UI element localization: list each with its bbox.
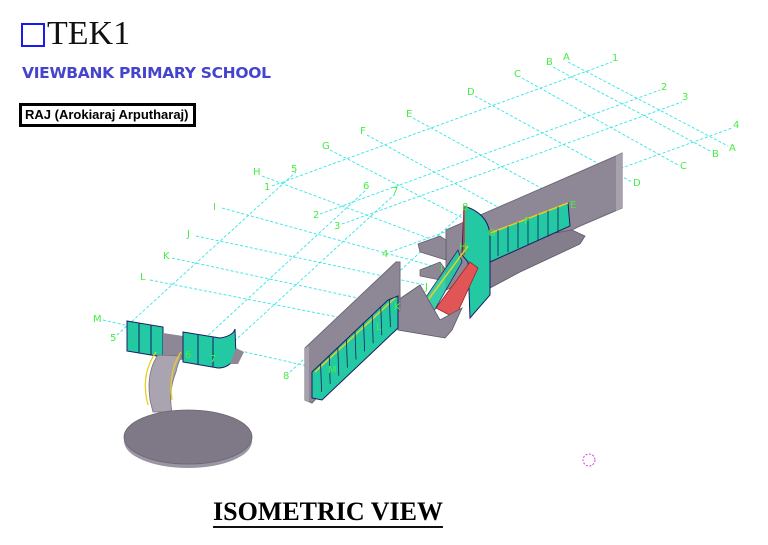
handrail-stair — [427, 245, 469, 301]
grid-label-4: 4 — [733, 120, 739, 131]
grid-label-B: B — [546, 57, 553, 68]
spiral-handrail-right — [170, 351, 182, 401]
grid-line-H — [261, 175, 461, 251]
grid-line-A — [567, 61, 729, 147]
grid-label-C: C — [680, 161, 687, 172]
landing-left-edge — [230, 348, 244, 364]
middle-wall-edge — [305, 346, 309, 402]
landing-upper — [417, 235, 447, 261]
grid-line-7 — [215, 193, 396, 359]
school-name: VIEWBANK PRIMARY SCHOOL — [22, 64, 271, 82]
grid-label-C: C — [514, 69, 521, 80]
grid-label-K: K — [394, 302, 401, 313]
landing-left — [163, 333, 183, 360]
spiral-stairs — [148, 354, 183, 413]
grid-label-L: L — [376, 322, 382, 333]
grid-label-I: I — [213, 202, 216, 213]
grid-label-5: 5 — [291, 164, 297, 175]
grid-label-H: H — [459, 242, 467, 253]
logo-square-icon — [21, 23, 45, 47]
logo-text: TEK1 — [47, 15, 131, 52]
grid-label-6: 6 — [363, 181, 369, 192]
grid-label-E: E — [570, 200, 576, 211]
view-title: ISOMETRIC VIEW — [213, 497, 443, 528]
grid-label-J: J — [424, 282, 428, 293]
grid-label-M: M — [328, 365, 337, 376]
grid-label-3: 3 — [682, 92, 688, 103]
grid-label-L: L — [140, 272, 146, 283]
grid-label-4: 4 — [382, 249, 388, 260]
author-box: RAJ (Arokiaraj Arputharaj) — [19, 103, 196, 127]
grid-label-8: 8 — [462, 202, 468, 213]
connecting-floor — [397, 284, 463, 339]
grid-line-3 — [341, 101, 683, 225]
grid-label-D: D — [633, 178, 641, 189]
glass-mullion — [389, 299, 391, 328]
grid-line-I — [221, 207, 441, 269]
glass-mullion — [363, 323, 365, 352]
glass-mullions — [320, 206, 559, 392]
glass-mullion — [371, 315, 374, 344]
glass-mullion — [320, 363, 322, 392]
grid-label-E: E — [406, 109, 412, 120]
building-model — [123, 152, 623, 468]
grid-line-L — [149, 279, 379, 326]
stair-flight — [435, 261, 479, 319]
grid-label-8: 8 — [283, 371, 289, 382]
grid-label-7: 7 — [210, 354, 216, 365]
view-marker-icon — [582, 453, 596, 467]
glass-tower — [461, 205, 491, 320]
back-wall-edge — [616, 153, 622, 211]
glass-mullion — [354, 331, 357, 360]
grid-label-G: G — [322, 141, 330, 152]
grid-label-6: 6 — [185, 350, 191, 361]
grid-label-5: 5 — [110, 333, 116, 344]
glass-railing-middle — [311, 295, 399, 401]
grid-label-F: F — [524, 216, 530, 227]
glass-panel-left — [126, 320, 164, 358]
grid-label-I: I — [440, 264, 443, 275]
grid-line-2 — [319, 89, 661, 215]
grid-label-A: A — [729, 143, 736, 154]
grid-line-B — [552, 66, 713, 153]
glass-mullion — [337, 347, 340, 376]
tek1-logo: TEK1 — [21, 17, 130, 51]
grid-label-K: K — [163, 251, 170, 262]
grid-line-5 — [116, 171, 297, 336]
grid-label-F: F — [360, 126, 366, 137]
grid-label-J: J — [186, 229, 190, 240]
grid-label-A: A — [563, 52, 570, 63]
grid-label-2: 2 — [661, 82, 667, 93]
glass-mullion — [346, 339, 348, 368]
grid-label-D: D — [467, 87, 475, 98]
grid-label-2: 2 — [313, 210, 319, 221]
grid-label-3: 3 — [334, 221, 340, 232]
spiral-handrail-left — [144, 351, 157, 406]
grid-label-1: 1 — [264, 182, 270, 193]
round-platform — [123, 409, 253, 465]
grid-label-1: 1 — [612, 53, 618, 64]
grid-label-G: G — [488, 228, 496, 239]
glass-mullion — [328, 355, 331, 384]
grid-label-M: M — [93, 314, 102, 325]
grid-label-7: 7 — [392, 186, 398, 197]
glass-mullion — [380, 307, 383, 336]
grid-line-1 — [271, 61, 613, 187]
grid-label-B: B — [712, 149, 719, 160]
grid-label-H: H — [253, 167, 261, 178]
grid-labels: AABBCCDDEEFFGGHHIIJJKKLLMM11223344556677… — [93, 52, 739, 382]
